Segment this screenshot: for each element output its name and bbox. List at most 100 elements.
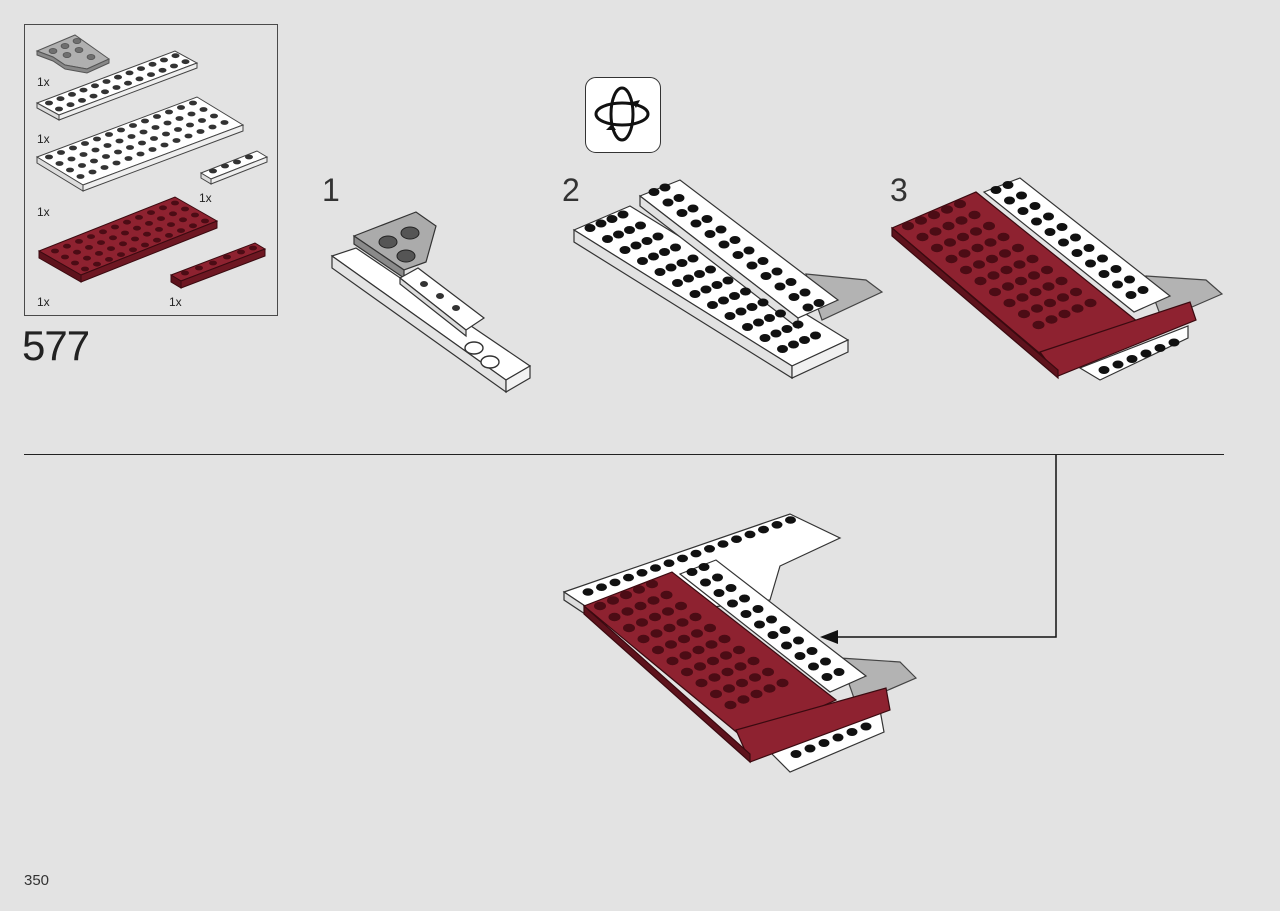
stud <box>76 174 85 179</box>
stud <box>93 136 101 142</box>
stud <box>1057 293 1069 302</box>
stud <box>799 288 811 297</box>
stud <box>705 265 716 274</box>
stud <box>93 261 101 267</box>
stud <box>1042 282 1055 291</box>
stud <box>633 585 645 594</box>
stud <box>201 218 209 224</box>
page-number: 350 <box>24 872 50 889</box>
stud <box>1045 315 1058 324</box>
parts-illustration <box>35 34 269 289</box>
rotate-model-icon <box>585 77 661 153</box>
substep-3-number: 3 <box>890 172 908 208</box>
stud <box>1168 338 1180 347</box>
stud <box>105 257 113 262</box>
stud <box>45 100 53 106</box>
stud <box>105 132 113 137</box>
stud <box>117 127 125 133</box>
stud <box>746 303 758 311</box>
stud <box>666 656 679 666</box>
stud <box>167 222 175 228</box>
stud <box>607 596 619 605</box>
stud <box>990 186 1002 194</box>
part-qty-red-wide: 1x <box>37 295 50 309</box>
stud <box>955 216 968 225</box>
stud <box>1056 223 1068 231</box>
stud <box>650 629 663 638</box>
stud <box>665 640 677 649</box>
stud <box>220 120 229 125</box>
stud <box>701 215 713 223</box>
stud <box>691 629 703 638</box>
stud <box>799 336 810 344</box>
stud <box>766 615 777 624</box>
stud <box>135 76 144 82</box>
stud <box>55 161 64 166</box>
stud <box>785 516 796 524</box>
stud <box>777 345 788 353</box>
stud <box>617 210 629 219</box>
stud <box>100 165 109 170</box>
stud <box>724 312 736 320</box>
stud <box>662 607 674 616</box>
stud <box>832 733 844 742</box>
stud <box>623 623 635 633</box>
stud <box>162 131 170 137</box>
stud <box>184 133 193 139</box>
callout-arrow <box>820 454 1057 644</box>
stud <box>51 248 59 254</box>
stud <box>91 147 100 153</box>
stud <box>79 152 88 157</box>
stud <box>916 232 929 242</box>
stud <box>813 299 825 307</box>
stud <box>957 232 969 242</box>
stud <box>694 270 705 278</box>
stud <box>683 274 694 283</box>
stud <box>999 249 1011 258</box>
stud <box>109 235 117 241</box>
stud <box>648 252 659 261</box>
stud <box>636 618 648 627</box>
stud <box>1097 254 1108 263</box>
stud <box>676 618 689 627</box>
stud <box>613 230 624 239</box>
stud <box>721 667 734 677</box>
stud <box>138 140 146 146</box>
stud <box>129 247 137 253</box>
stud <box>821 673 833 681</box>
stud <box>81 141 89 146</box>
stud <box>802 303 814 312</box>
stud <box>663 559 675 567</box>
stud <box>785 278 797 286</box>
stud <box>177 228 185 234</box>
stud <box>652 232 664 241</box>
stud <box>781 325 793 333</box>
stud <box>199 107 208 112</box>
part-qty-grey-wedge: 1x <box>37 75 50 89</box>
stud <box>584 224 596 232</box>
stud <box>137 66 145 71</box>
step-number: 577 <box>22 322 90 369</box>
stud <box>1154 344 1166 352</box>
stud <box>757 298 769 307</box>
stud <box>790 750 802 758</box>
stud <box>75 239 83 244</box>
stud <box>722 276 734 285</box>
stud <box>66 167 74 173</box>
stud <box>131 236 139 242</box>
stud <box>189 100 197 106</box>
stud <box>1003 298 1016 308</box>
stud <box>56 96 65 102</box>
stud <box>654 268 666 276</box>
stud <box>984 238 997 247</box>
stud <box>637 257 648 265</box>
stud <box>659 183 671 192</box>
stud <box>747 656 760 666</box>
stud <box>1084 298 1097 308</box>
stud <box>1071 304 1084 313</box>
stud <box>143 231 151 237</box>
stud <box>737 695 750 704</box>
stud <box>736 678 748 688</box>
stud <box>171 200 179 206</box>
